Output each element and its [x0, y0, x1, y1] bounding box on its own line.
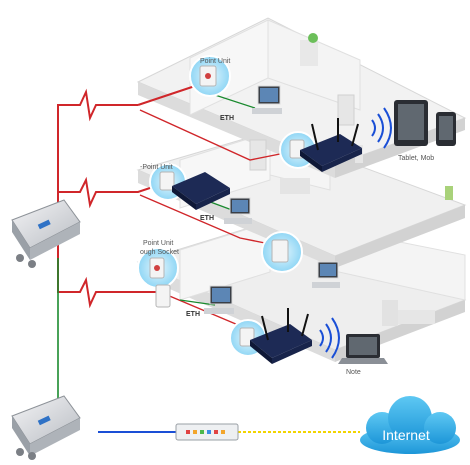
- wifi-waves-icon: [319, 317, 340, 359]
- wall-light-icon: [445, 186, 453, 200]
- desktop-computer-icon: [224, 197, 252, 224]
- network-switch-icon: [175, 423, 239, 441]
- outdoor-bridge-icon: [11, 199, 81, 268]
- plant-icon: [308, 33, 318, 43]
- powerline-cable-low: [57, 258, 160, 309]
- powerline-adapter-icon: [155, 284, 171, 308]
- adapter-bubble-top: [189, 55, 231, 97]
- point-unit-label-mid: -Point Unit: [140, 164, 173, 171]
- adapter-bubble-mid-right: [261, 231, 303, 273]
- powerline-adapter-icon: [159, 171, 175, 191]
- notebook-label: Note: [346, 369, 361, 376]
- desktop-computer-icon: [204, 285, 234, 314]
- powerline-adapter-icon: [271, 239, 289, 263]
- point-unit-label-low: Point Unit: [143, 240, 173, 247]
- desktop-computer-icon: [252, 85, 282, 114]
- wifi-waves-icon: [371, 107, 392, 149]
- through-socket-label: ough Socket: [140, 249, 179, 256]
- desktop-computer-icon: [312, 261, 340, 288]
- outdoor-bridge-icon: [11, 395, 81, 460]
- powerline-cable-mid: [58, 176, 169, 209]
- eth-label-low: ETH: [186, 311, 200, 318]
- powerline-cable-top: [57, 88, 138, 215]
- eth-label-top: ETH: [220, 115, 234, 122]
- wireless-router-icon: [172, 172, 230, 210]
- wireless-router-icon: [250, 308, 312, 364]
- tablet-label: Tablet, Mob: [398, 155, 434, 162]
- wireless-router-icon: [300, 118, 362, 172]
- internet-cloud-icon: Internet: [360, 396, 460, 454]
- cabling: [57, 84, 360, 433]
- point-unit-label-top: Point Unit: [200, 58, 230, 65]
- internet-label: Internet: [382, 427, 430, 443]
- notebook-icon: [338, 334, 388, 364]
- mobile-phone-icon: [436, 112, 456, 146]
- floor-bottom: [136, 221, 467, 362]
- eth-label-mid: ETH: [200, 215, 214, 222]
- tablet-icon: [394, 100, 428, 146]
